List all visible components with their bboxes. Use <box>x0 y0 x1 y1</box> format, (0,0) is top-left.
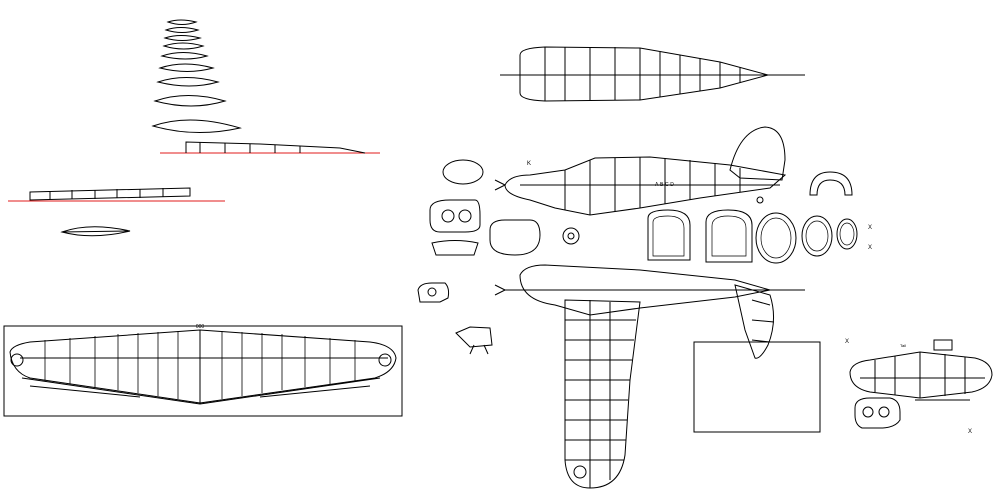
hole-icon <box>427 287 437 297</box>
former-front <box>489 219 541 256</box>
wing-rib <box>164 27 200 33</box>
wing-rib <box>153 95 227 107</box>
stab-tab <box>933 339 953 351</box>
former-f1 <box>647 209 691 261</box>
spar-side-view <box>29 187 191 201</box>
hole-icon <box>862 406 874 418</box>
wing-rib <box>166 19 198 25</box>
stab-half-plan <box>734 284 774 359</box>
landing-gear-part <box>455 326 493 348</box>
cowl-front-part <box>442 159 484 185</box>
wing-rib <box>160 52 209 60</box>
hole-icon <box>878 406 890 418</box>
wing-side-profile <box>185 141 366 154</box>
former-f4 <box>801 215 833 257</box>
wing-rib <box>163 35 202 41</box>
former-f5 <box>836 218 858 250</box>
wing-span-dimension: 000 <box>196 324 205 330</box>
stab-outline <box>849 351 993 399</box>
wing-plan-view <box>3 325 403 417</box>
spinner-hub <box>567 232 575 240</box>
fuselage-top-view <box>500 46 805 102</box>
cross-mark: X <box>968 429 972 435</box>
former-f2 <box>705 209 753 263</box>
hole-icon <box>441 209 455 223</box>
former-f3 <box>755 212 797 264</box>
vertical-tail <box>729 126 786 181</box>
wingtip-circle-right <box>378 353 392 367</box>
wing-rib <box>162 42 205 50</box>
wing-rib <box>156 77 220 87</box>
stab-label: Tail <box>900 343 906 348</box>
fuselage-plan-outline <box>519 264 771 316</box>
fuselage-side-view <box>494 126 787 216</box>
aileron-line <box>29 385 371 398</box>
propeller-stub <box>494 284 506 296</box>
engine-mount-part <box>417 282 450 303</box>
cross-mark: X <box>845 339 849 345</box>
fuselage-formers <box>647 171 858 264</box>
stabilizer-plan-view <box>849 339 993 429</box>
wing-rib-stack <box>151 19 242 133</box>
cross-mark: X <box>868 225 872 231</box>
fuselage-top-outline <box>519 46 770 102</box>
fuselage-note: A-B-C-D <box>655 182 674 188</box>
tailwheel <box>756 196 764 204</box>
firewall-part <box>429 199 481 233</box>
wing-ribs-plan <box>44 331 356 399</box>
wingtip-circle-left <box>10 353 24 367</box>
turtle-deck-former <box>809 171 853 196</box>
fuselage-plan-view <box>494 264 805 489</box>
stab-mount-part <box>854 397 901 429</box>
fuselage-side-outline <box>504 156 787 216</box>
wingtip-circle <box>573 465 587 479</box>
wing-rib <box>158 63 215 72</box>
wing-rib-root <box>151 119 242 133</box>
reference-box <box>693 341 821 433</box>
propeller-stub <box>494 179 506 191</box>
wing-frame <box>3 325 403 417</box>
hole-icon <box>458 209 472 223</box>
wing-outline <box>9 329 397 404</box>
spinner-ring <box>562 227 580 245</box>
cross-mark: X <box>868 245 872 251</box>
chord-line <box>61 230 131 233</box>
cowl-base-part <box>431 240 479 256</box>
side-mark-k: K <box>527 161 531 167</box>
